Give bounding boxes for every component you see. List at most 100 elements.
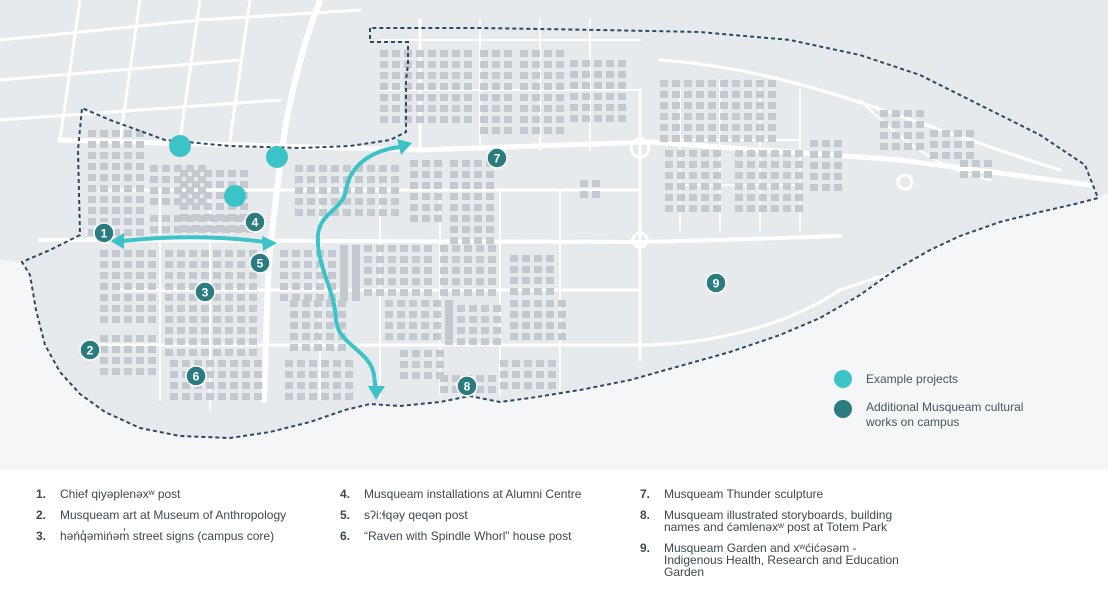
building: [367, 209, 375, 216]
building: [492, 83, 500, 90]
building: [713, 150, 721, 157]
building: [204, 170, 212, 177]
marker-number: 8: [464, 380, 471, 394]
building: [759, 150, 767, 157]
building: [713, 172, 721, 179]
building: [400, 267, 408, 274]
building: [345, 371, 353, 378]
building: [148, 346, 156, 353]
building: [416, 83, 424, 90]
building: [295, 209, 303, 216]
building: [457, 338, 465, 345]
building: [771, 194, 779, 201]
building: [677, 194, 685, 201]
building: [307, 198, 315, 205]
building: [556, 116, 564, 123]
marker-3[interactable]: 3: [194, 281, 216, 303]
building: [216, 225, 224, 232]
marker-6[interactable]: 6: [185, 365, 207, 387]
building: [316, 283, 324, 290]
building: [297, 371, 305, 378]
building: [391, 187, 399, 194]
building: [112, 261, 120, 268]
key-number: 2.: [36, 508, 47, 522]
building: [570, 60, 578, 67]
building: [192, 225, 200, 232]
building: [213, 261, 221, 268]
marker-5[interactable]: 5: [249, 252, 271, 274]
example-project-markers: [169, 135, 288, 207]
building: [392, 50, 400, 57]
building: [464, 116, 472, 123]
building: [546, 266, 554, 273]
building: [532, 105, 540, 112]
building: [392, 116, 400, 123]
building: [225, 338, 233, 345]
building: [100, 335, 108, 342]
building: [474, 226, 482, 233]
building: [880, 121, 888, 128]
building: [355, 209, 363, 216]
building: [822, 173, 830, 180]
building: [280, 283, 288, 290]
building: [916, 121, 924, 128]
key-label: Musqueam Thunder sculpture: [664, 487, 824, 501]
building: [295, 198, 303, 205]
building: [696, 91, 704, 98]
building: [397, 300, 405, 307]
building: [440, 386, 448, 393]
building: [392, 61, 400, 68]
building: [556, 72, 564, 79]
building: [422, 160, 430, 167]
legend-example-projects-label: Example projects: [866, 372, 959, 386]
arrowhead-south: [368, 386, 385, 400]
marker-2[interactable]: 2: [79, 339, 101, 361]
building: [532, 116, 540, 123]
building: [136, 196, 144, 203]
building: [462, 193, 470, 200]
building: [112, 229, 120, 236]
building: [321, 393, 329, 400]
building: [450, 171, 458, 178]
building: [474, 204, 482, 211]
building: [148, 305, 156, 312]
building: [136, 163, 144, 170]
building: [434, 182, 442, 189]
building: [292, 294, 300, 301]
building: [480, 105, 488, 112]
building: [966, 130, 974, 137]
building: [400, 372, 408, 379]
building: [424, 256, 432, 263]
building: [249, 338, 257, 345]
marker-1[interactable]: 1: [93, 222, 115, 244]
building: [304, 283, 312, 290]
building: [292, 272, 300, 279]
building: [338, 300, 346, 307]
building: [450, 193, 458, 200]
building: [732, 113, 740, 120]
building: [880, 143, 888, 150]
marker-9[interactable]: 9: [705, 272, 727, 294]
building: [388, 267, 396, 274]
building: [290, 344, 298, 351]
marker-4[interactable]: 4: [244, 211, 266, 233]
marker-8[interactable]: 8: [456, 375, 478, 397]
building: [708, 91, 716, 98]
building: [689, 150, 697, 157]
building: [213, 338, 221, 345]
building: [225, 294, 233, 301]
building: [240, 225, 248, 232]
building: [744, 135, 752, 142]
building: [124, 316, 132, 323]
building: [182, 360, 190, 367]
key-number: 6.: [340, 529, 351, 543]
building: [701, 183, 709, 190]
building: [720, 124, 728, 131]
building: [436, 350, 444, 357]
building: [136, 218, 144, 225]
marker-7[interactable]: 7: [486, 147, 508, 169]
building: [480, 61, 488, 68]
building: [186, 198, 194, 205]
building: [492, 94, 500, 101]
building: [364, 267, 372, 274]
